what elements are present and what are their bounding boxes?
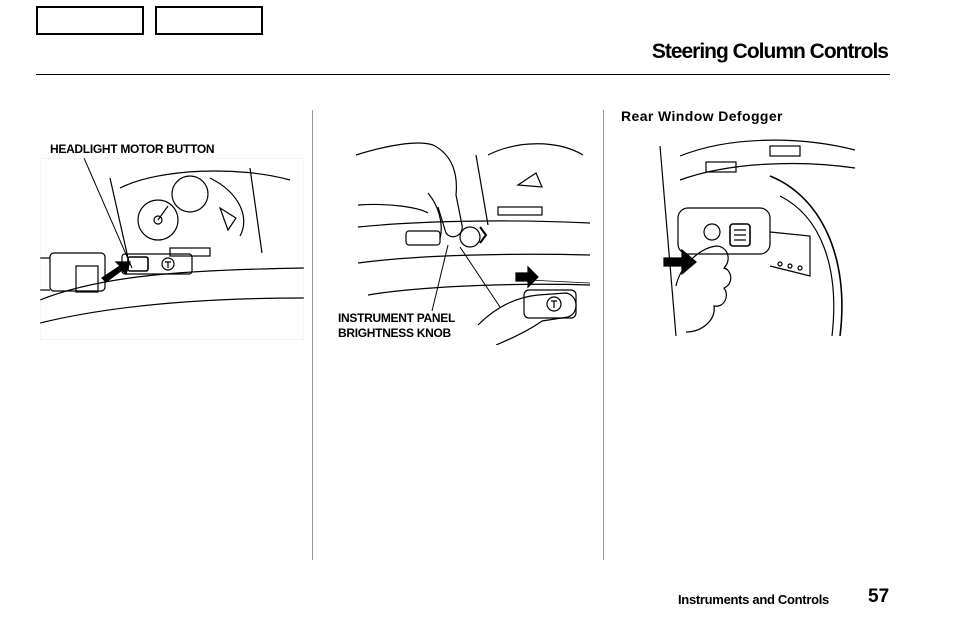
- illustration-headlight-motor-button: [40, 158, 304, 340]
- column-divider: [312, 110, 313, 560]
- column-divider: [603, 110, 604, 560]
- footer-page-number: 57: [868, 586, 890, 607]
- footer-section-name: Instruments and Controls: [678, 592, 829, 607]
- headlight-icon: [127, 256, 149, 272]
- defogger-icon: [729, 223, 751, 247]
- page-title: Steering Column Controls: [651, 40, 889, 63]
- arrow-icon: [515, 265, 539, 289]
- title-rule: [36, 74, 890, 75]
- illustration-rear-window-defogger: [659, 139, 856, 337]
- nav-tab-box-left[interactable]: [36, 6, 144, 35]
- illustration-brightness-knob: [355, 142, 590, 345]
- callout-headlight-motor-button: HEADLIGHT MOTOR BUTTON: [50, 142, 215, 156]
- callout-line: BRIGHTNESS KNOB: [338, 326, 451, 340]
- nav-tab-box-right[interactable]: [155, 6, 263, 35]
- callout-line: INSTRUMENT PANEL: [338, 311, 455, 325]
- callout-instrument-panel-brightness-knob: INSTRUMENT PANEL BRIGHTNESS KNOB: [338, 311, 455, 341]
- arrow-icon: [101, 261, 131, 283]
- arrow-icon: [663, 248, 697, 276]
- section-heading-rear-window-defogger: Rear Window Defogger: [621, 108, 783, 124]
